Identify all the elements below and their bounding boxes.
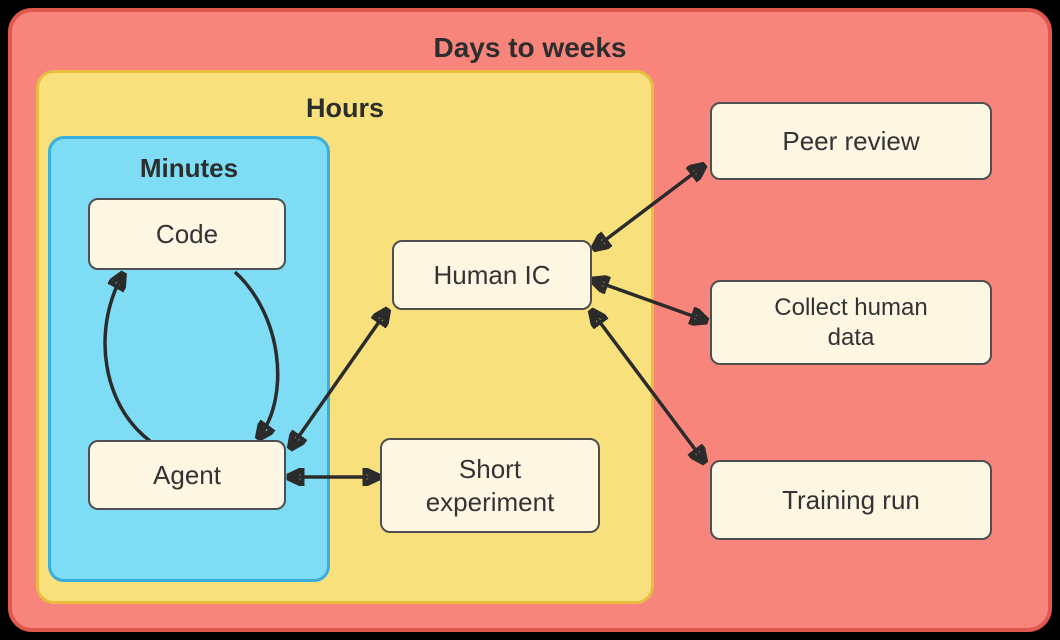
node-peer-review-label: Peer review bbox=[782, 125, 920, 156]
node-collect-human-data: Collect human data bbox=[710, 280, 992, 365]
node-training-run: Training run bbox=[710, 460, 992, 540]
node-human-ic-label: Human IC bbox=[433, 259, 551, 290]
frame-hours-label: Hours bbox=[305, 93, 384, 123]
node-short-experiment: Short experiment bbox=[380, 438, 600, 533]
node-agent: Agent bbox=[88, 440, 286, 510]
frame-days-to-weeks-label: Days to weeks bbox=[433, 32, 627, 63]
node-agent-label: Agent bbox=[153, 459, 221, 490]
node-peer-review: Peer review bbox=[710, 102, 992, 180]
node-code-label: Code bbox=[155, 218, 219, 249]
node-human-ic: Human IC bbox=[392, 240, 592, 310]
frame-minutes-label: Minutes bbox=[139, 153, 239, 183]
node-code: Code bbox=[88, 198, 286, 270]
node-collect-human-data-label: Collect human data bbox=[774, 293, 928, 351]
node-short-experiment-label: Short experiment bbox=[425, 454, 555, 517]
node-training-run-label: Training run bbox=[782, 484, 920, 515]
